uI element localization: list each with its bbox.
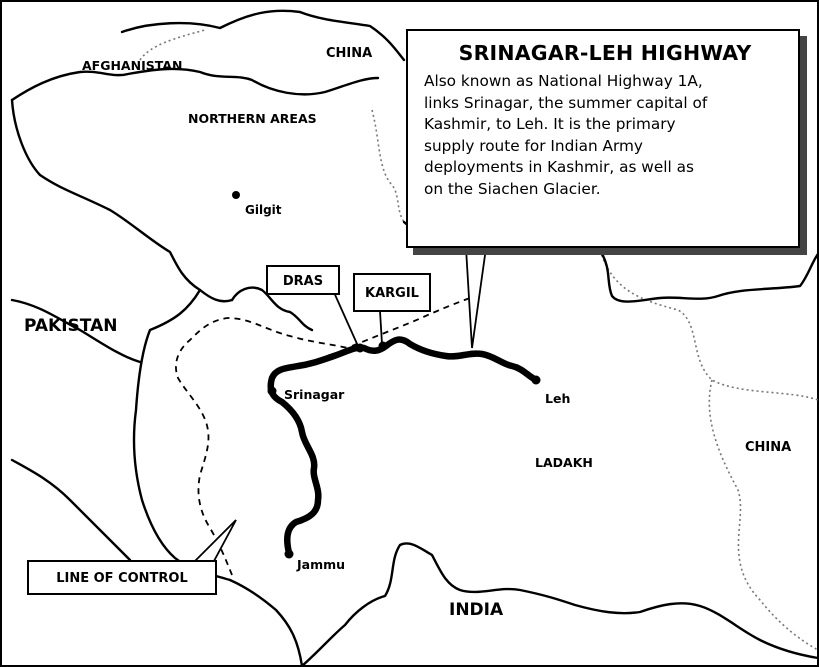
- info-line: supply route for Indian Army: [424, 136, 643, 155]
- info-line: links Srinagar, the summer capital of: [424, 93, 708, 112]
- highway-info-panel: SRINAGAR-LEH HIGHWAY Also known as Natio…: [406, 29, 800, 248]
- label-leh: Leh: [545, 391, 570, 406]
- line-of-control: [175, 297, 471, 576]
- callout-loc-label: LINE OF CONTROL: [56, 571, 188, 586]
- info-line: deployments in Kashmir, as well as: [424, 158, 694, 176]
- region-outline: [10, 9, 819, 667]
- label-gilgit: Gilgit: [245, 203, 282, 217]
- info-title: SRINAGAR-LEH HIGHWAY: [458, 41, 752, 65]
- callout-kargil: KARGIL: [353, 273, 431, 312]
- label-jammu: Jammu: [296, 557, 345, 572]
- srinagar-dot: [267, 386, 277, 396]
- info-line: Kashmir, to Leh. It is the primary: [424, 115, 676, 133]
- kargil-dot: [378, 341, 388, 351]
- international-borders: [139, 29, 819, 651]
- info-line: on the Siachen Glacier.: [424, 179, 601, 198]
- label-srinagar: Srinagar: [284, 387, 345, 402]
- label-india: INDIA: [449, 600, 504, 620]
- callout-line-of-control: LINE OF CONTROL: [27, 560, 217, 595]
- label-ladakh: LADAKH: [535, 455, 593, 470]
- callout-pointers: [194, 247, 487, 562]
- gilgit-dot: [232, 191, 240, 199]
- label-china-east: CHINA: [745, 440, 791, 455]
- callout-kargil-label: KARGIL: [365, 286, 419, 301]
- callout-dras-label: DRAS: [283, 274, 323, 289]
- label-northern-areas: NORTHERN AREAS: [188, 111, 317, 126]
- label-china-north: CHINA: [326, 46, 372, 61]
- srinagar-leh-highway: [267, 336, 540, 557]
- info-body: Also known as National Highway 1A, links…: [424, 71, 786, 200]
- info-line: Also known as National Highway 1A,: [424, 72, 703, 90]
- callout-dras: DRAS: [266, 265, 340, 295]
- label-pakistan: PAKISTAN: [24, 316, 117, 336]
- dras-dot: [355, 343, 365, 353]
- city-markers: [232, 191, 541, 559]
- jammu-dot: [284, 549, 294, 559]
- leh-dot: [531, 375, 541, 385]
- label-afghanistan: AFGHANISTAN: [82, 58, 182, 73]
